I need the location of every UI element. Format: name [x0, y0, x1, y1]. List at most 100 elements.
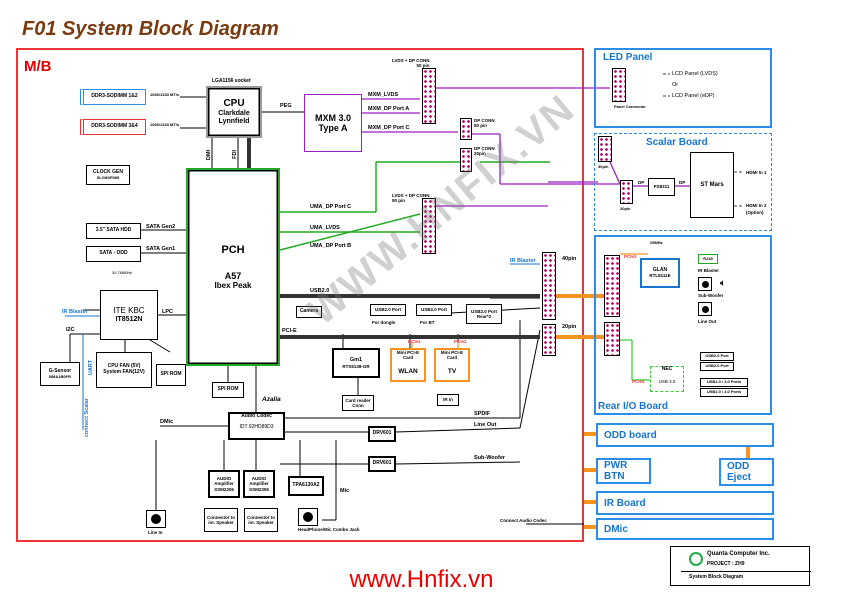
tv-slot: PCIe2 [454, 339, 467, 344]
hdmi-option: (Option) [746, 210, 764, 215]
mxm-lvds-label: MXM_LVDS [368, 92, 399, 98]
usb-port-dongle: USB2.0 Port [370, 304, 406, 316]
scalar-dp2: DP [679, 180, 686, 185]
usb3-port-rear-1: USB2.0 / 3.0 Ports [700, 378, 748, 387]
rj45: RJ45 [698, 254, 718, 264]
scalar-20pin-conn [620, 180, 633, 204]
quanta-project: PROJECT : ZH9 [707, 561, 745, 567]
mxm-sub: Type A [318, 123, 348, 133]
scalar-30pin-conn [598, 136, 612, 162]
mxm-dpa-label: MXM_DP Port A [368, 106, 410, 112]
fdi-label: FDI [232, 150, 238, 159]
cpu-block: CPU Clarkdale Lynnfield [206, 86, 262, 138]
cpu-title: CPU [223, 98, 245, 110]
dmic-label: DMic [160, 419, 174, 425]
mxm-block: MXM 3.0 Type A [304, 94, 362, 152]
camera: Camera [296, 306, 322, 318]
mb-label: M/B [24, 58, 52, 75]
uma-lvds-label: UMA_LVDS [310, 225, 340, 231]
sata-gen2-label: SATA Gen2 [146, 224, 176, 230]
ir-blaster-label-mid: IR Blaster [510, 258, 536, 264]
hdmi-in-1: HDMI In 1 [746, 170, 767, 175]
peg-label: PEG [280, 103, 292, 109]
subwoofer-rear-label: Sub-Woofer [698, 293, 724, 298]
ps8311: PS8311 [648, 178, 675, 196]
led-panel-region [594, 48, 772, 128]
lvds-conn1 [422, 68, 436, 124]
st-mars: ST Mars [690, 152, 734, 218]
conn-20pin [542, 324, 556, 356]
lcd-or: Or [672, 82, 679, 88]
dmi-label: DMI [206, 150, 212, 161]
scalar-dp1: DP [638, 180, 645, 185]
i2c-label: I2C [66, 327, 75, 333]
spi-rom-kbc: SPI ROM [156, 364, 186, 386]
kbc-freq: 32.768KHz [112, 270, 133, 275]
usb3-port-rear-2: USB2.0 / 3.0 Ports [700, 388, 748, 397]
rear-io-title: Rear I/O Board [598, 401, 669, 412]
uma-dpc-label: UMA_DP Port C [310, 204, 352, 210]
cpu-line1: Clarkdale [218, 109, 250, 117]
odd-eject: ODD Eject [719, 458, 774, 486]
pwr-btn: PWR BTN [596, 458, 651, 484]
panel-connector [612, 68, 626, 102]
usb-port-bt: USB2.0 Port [416, 304, 452, 316]
ir-blaster-rear: IR Blaster [698, 268, 720, 273]
lineout-label: Line Out [474, 422, 497, 428]
wlan-slot: PCIe1 [408, 339, 421, 344]
fan-block: CPU FAN (5V)System FAN(12V) [96, 352, 152, 388]
rear-io-region [594, 235, 772, 415]
pcie3-label: PCIe3 [624, 254, 637, 259]
scalar-20pin-label: 20pin [620, 206, 631, 211]
mxm-dpc-label: MXM_DP Port C [368, 125, 410, 131]
usb-port-dongle-sub: For dongle [372, 320, 396, 325]
pch-line1: A57 [224, 270, 242, 281]
cpu-socket-label: LGA1156 socket [212, 78, 251, 84]
sata-gen1-label: SATA Gen1 [146, 246, 176, 252]
pcie-bus-label: PCI-E [282, 328, 297, 334]
rear-20pin-conn [604, 322, 620, 356]
ir-in: IR In [437, 394, 459, 406]
footer-url[interactable]: www.Hnfix.vn [349, 566, 494, 593]
azalia-label: Azalia [262, 396, 281, 403]
pin20-label: 20pin [562, 324, 577, 330]
scalar-title: Scalar Board [646, 137, 708, 148]
ir-blaster-label-left: IR Blaster [62, 309, 88, 315]
conn-40pin [542, 252, 556, 320]
subwoofer-jack-icon [698, 277, 712, 291]
scalar-30pin-label: 30pin [598, 164, 609, 169]
usb-bus-label: USB2.0 [310, 288, 330, 294]
pch-block: PCH A57 Ibex Peak [186, 168, 280, 366]
lcd-lvds: LCD Panel (LVDS) [672, 71, 718, 77]
quanta-company: Quanta Computer Inc. [707, 551, 770, 557]
pch-line2: Ibex Peak [214, 280, 252, 290]
dimm-1-2: DDR3-SODIMM 1&2 [80, 89, 146, 105]
hdmi-in-2: HDMI In 2 [746, 203, 767, 208]
uart-label: UART [88, 360, 94, 376]
page-title: F01 System Block Diagram [22, 18, 279, 40]
cpu-line2: Lynnfield [218, 117, 250, 125]
lpc-label: LPC [162, 309, 173, 315]
led-panel-title: LED Panel [603, 52, 653, 63]
lineout-rear-label: Line Out [698, 319, 717, 324]
pch-title: PCH [221, 243, 245, 256]
scalar-region [594, 133, 772, 231]
connect-scalar-label: connect Scalar [84, 398, 90, 438]
uma-dpb-label: UMA_DP Port B [310, 243, 352, 249]
usb-port-bt-sub: For BT [420, 320, 435, 325]
dimm-3-4-speed: 1066/1333 MT/s [150, 122, 180, 127]
